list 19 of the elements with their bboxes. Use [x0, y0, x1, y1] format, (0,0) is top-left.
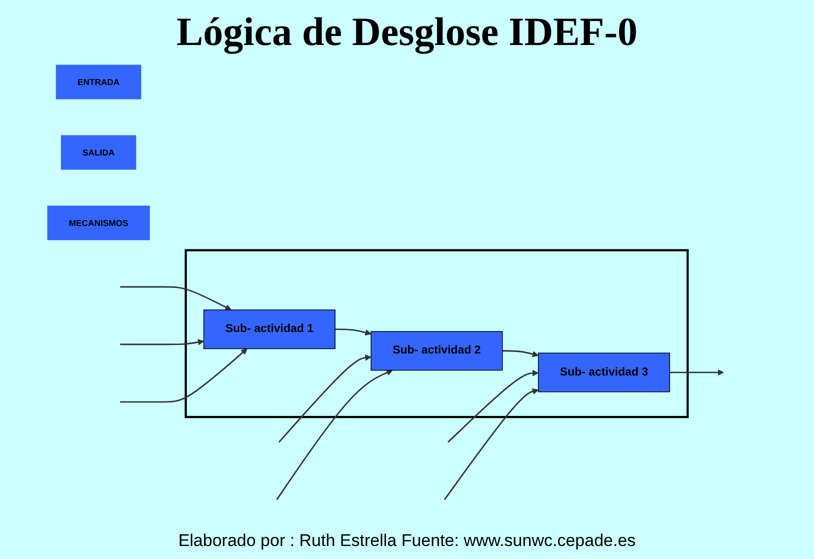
arrow	[444, 388, 539, 500]
node-box: MECANISMOS	[47, 206, 150, 240]
arrow	[276, 370, 393, 500]
node-box: SALIDA	[60, 135, 136, 170]
node-box: Sub- actividad 2	[370, 331, 503, 371]
title: Lógica de Desglose IDEF-0	[176, 8, 638, 55]
arrow	[448, 370, 539, 443]
arrow	[335, 328, 372, 336]
arrow	[502, 350, 539, 358]
node-box: ENTRADA	[56, 64, 142, 100]
cluster	[184, 249, 689, 418]
node-box: Sub- actividad 3	[538, 352, 670, 392]
node-box: Sub- actividad 1	[203, 310, 336, 350]
arrow	[120, 286, 232, 310]
arrow	[120, 339, 204, 346]
caption: Elaborado por : Ruth Estrella Fuente: www.sunwc.cepade.es	[178, 531, 636, 551]
arrow	[120, 348, 248, 403]
arrow	[670, 369, 724, 376]
arrow	[278, 354, 372, 443]
